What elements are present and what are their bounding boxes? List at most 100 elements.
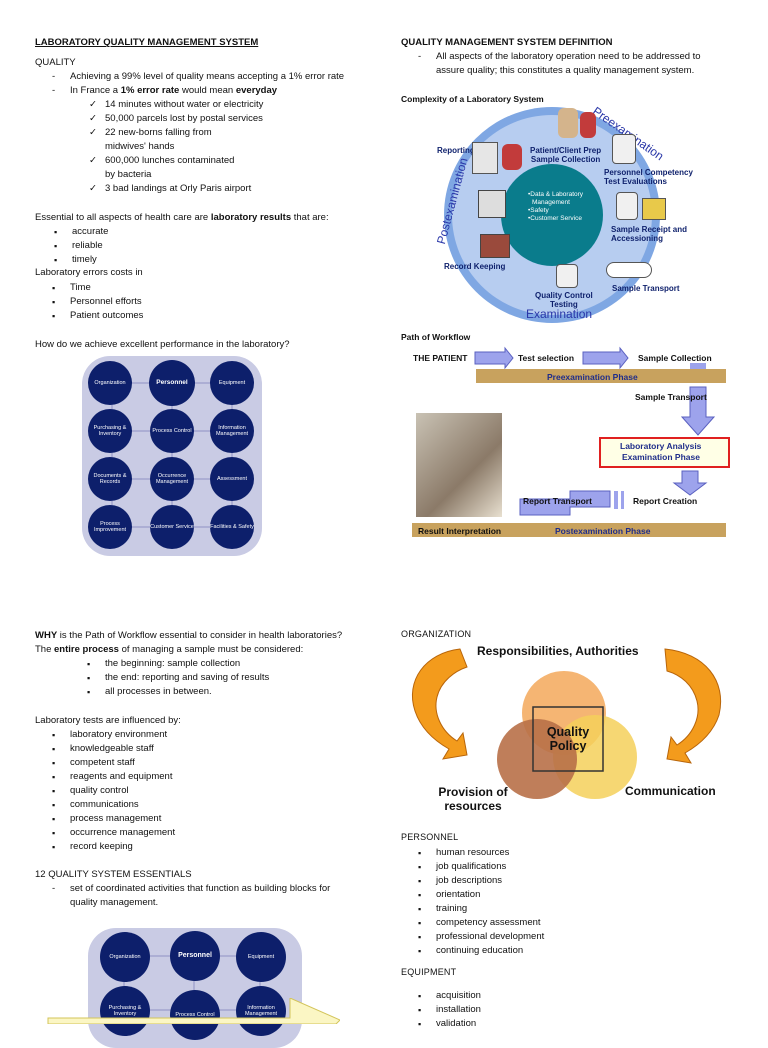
- personnel-item: orientation: [418, 888, 544, 902]
- org-communication: Communication: [625, 784, 716, 798]
- grid-lines: [111, 382, 233, 528]
- node2-personnel: Personnel: [170, 931, 220, 981]
- equipment-item: acquisition: [418, 989, 481, 1003]
- node-process-improvement: Process Improvement: [88, 505, 132, 549]
- lqms-title: LABORATORY QUALITY MANAGEMENT SYSTEM: [35, 37, 259, 48]
- influence-item: knowledgeable staff: [52, 742, 175, 756]
- label-prep: Patient/Client Prep Sample Collection: [530, 146, 602, 164]
- influence-item: competent staff: [52, 756, 175, 770]
- essentials-dash-cont: quality management.: [70, 897, 159, 908]
- results-list: accurate reliable timely: [54, 225, 109, 267]
- error-item: Time: [52, 281, 143, 295]
- workflow-shapes: [412, 346, 730, 537]
- wf-pre-phase: Preexamination Phase: [547, 372, 638, 382]
- influences-list: laboratory environment knowledgeable sta…: [52, 728, 175, 854]
- quality-dash-1: Achieving a 99% level of quality means a…: [52, 70, 370, 84]
- qms-definition-list: All aspects of the laboratory operation …: [418, 50, 756, 78]
- person-image: [502, 144, 522, 170]
- qc-image: [556, 264, 578, 288]
- check-item-cont: midwives' hands: [105, 141, 175, 152]
- influence-item: process management: [52, 812, 175, 826]
- wf-sample-transport: Sample Transport: [635, 392, 707, 402]
- nurse-image: [580, 112, 596, 138]
- node-organization: Organization: [88, 361, 132, 405]
- node-assessment: Assessment: [210, 457, 254, 501]
- printer-image: [472, 142, 498, 174]
- org-shapes: [411, 648, 721, 799]
- wf-report-creation: Report Creation: [633, 496, 698, 506]
- essentials-title: 12 QUALITY SYSTEM ESSENTIALS: [35, 869, 192, 880]
- equipment-heading: EQUIPMENT: [401, 967, 457, 977]
- wf-report-transport: Report Transport: [523, 496, 592, 506]
- check-item: 14 minutes without water or electricity: [89, 98, 345, 112]
- node-personnel: Personnel: [149, 360, 195, 406]
- check-item-cont: by bacteria: [105, 169, 152, 180]
- wf-sample-collection: Sample Collection: [638, 353, 712, 363]
- org-quality-policy: Quality Policy: [546, 725, 590, 753]
- wf-post-phase: Postexamination Phase: [555, 526, 651, 536]
- equipment-item: validation: [418, 1017, 481, 1031]
- influence-item: communications: [52, 798, 175, 812]
- check-item: 3 bad landings at Orly Paris airport: [89, 182, 345, 196]
- lab-worker-image: [612, 134, 636, 164]
- callout-banner: [47, 998, 340, 1024]
- process-item: the beginning: sample collection: [87, 657, 269, 671]
- result-item: accurate: [54, 225, 109, 239]
- ring-examination: Examination: [526, 307, 593, 321]
- complexity-diagram: •Data & Laboratory Management •Safety •C…: [420, 102, 693, 330]
- workflow-diagram: THE PATIENT Test selection Sample Collec…: [410, 345, 730, 545]
- node-customer-service: Customer Service: [150, 505, 194, 549]
- process-list: the beginning: sample collection the end…: [87, 657, 269, 699]
- equipment-list: acquisition installation validation: [418, 989, 481, 1031]
- performance-question: How do we achieve excellent performance …: [35, 339, 290, 350]
- patient-image: [558, 108, 578, 138]
- node-documents: Documents & Records: [88, 457, 132, 501]
- path-workflow-title: Path of Workflow: [401, 332, 471, 342]
- process-item: the end: reporting and saving of results: [87, 671, 269, 685]
- complexity-title: Complexity of a Laboratory System: [401, 94, 544, 104]
- quality-heading: QUALITY: [35, 57, 76, 68]
- error-item: Personnel efforts: [52, 295, 143, 309]
- personnel-item: training: [418, 902, 544, 916]
- check-item: 22 new-borns falling from: [89, 126, 345, 140]
- wf-analysis: Laboratory Analysis: [620, 441, 702, 451]
- accessioning-image: [616, 192, 638, 220]
- personnel-item: competency assessment: [418, 916, 544, 930]
- personnel-item: job descriptions: [418, 874, 544, 888]
- influenced-heading: Laboratory tests are influenced by:: [35, 715, 181, 726]
- errors-list: Time Personnel efforts Patient outcomes: [52, 281, 144, 323]
- why-text: WHY is the Path of Workflow essential to…: [35, 630, 343, 641]
- personnel-item: job qualifications: [418, 860, 544, 874]
- computer-image: [478, 190, 506, 218]
- node-purchasing: Purchasing & Inventory: [88, 409, 132, 453]
- influence-item: reagents and equipment: [52, 770, 175, 784]
- label-reporting: Reporting: [437, 146, 475, 155]
- qms-definition-cont: assure quality; this constitutes a quali…: [436, 65, 695, 76]
- node-facilities: Facilities & Safety: [210, 505, 254, 549]
- errors-heading: Laboratory errors costs in: [35, 267, 143, 278]
- label-competency: Personnel Competency Test Evaluations: [604, 168, 693, 186]
- wf-exam-phase: Examination Phase: [622, 452, 700, 462]
- influence-item: quality control: [52, 784, 175, 798]
- node-occurrence: Occurrence Management: [150, 457, 194, 501]
- essentials-dash-item: set of coordinated activities that funct…: [52, 882, 360, 896]
- qms-definition-title: QUALITY MANAGEMENT SYSTEM DEFINITION: [401, 37, 613, 48]
- quality-dash-2: In France a 1% error rate would mean eve…: [52, 84, 370, 98]
- check-item: 50,000 parcels lost by postal services: [89, 112, 345, 126]
- personnel-item: continuing education: [418, 944, 544, 958]
- entire-process-text: The entire process of managing a sample …: [35, 644, 304, 655]
- personnel-item: human resources: [418, 846, 544, 860]
- org-provision: Provision of resources: [438, 785, 508, 813]
- personnel-heading: PERSONNEL: [401, 832, 459, 842]
- books-image: [480, 234, 510, 258]
- wf-patient: THE PATIENT: [413, 353, 468, 363]
- node-information: Information Management: [210, 409, 254, 453]
- label-record: Record Keeping: [444, 262, 506, 271]
- essential-text: Essential to all aspects of health care …: [35, 212, 329, 223]
- center-text: •Data & Laboratory Management •Safety •C…: [528, 191, 584, 222]
- personnel-item: professional development: [418, 930, 544, 944]
- error-item: Patient outcomes: [52, 309, 144, 323]
- node2-equipment: Equipment: [236, 932, 286, 982]
- essentials-grid: Organization Personnel Equipment Purchas…: [82, 356, 262, 556]
- result-item: reliable: [54, 239, 108, 253]
